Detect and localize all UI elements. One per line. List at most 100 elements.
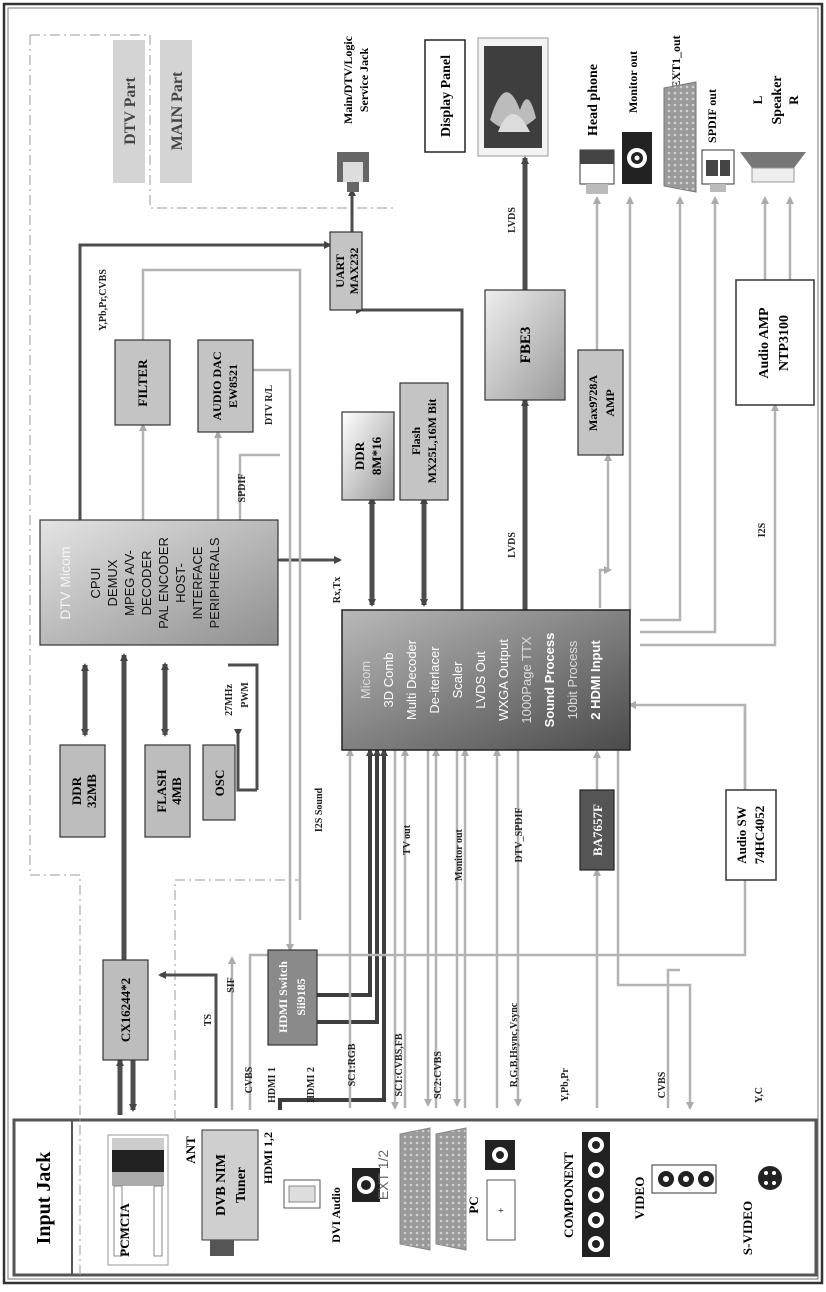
spdif-out-jack: SPDIF out xyxy=(701,89,735,192)
service-jack: Main/DTV/Logic Service Jack xyxy=(337,35,371,192)
component-jacks: COMPONENT xyxy=(561,1132,610,1257)
main-processor-line-2: Multi Decoder xyxy=(404,639,419,720)
main-processor-line-0: Micom xyxy=(358,661,373,699)
dtv-micom-line-5: HOST- xyxy=(173,563,188,603)
dtv-micom-line-1: DEMUX xyxy=(105,559,120,606)
speaker: L Speaker R xyxy=(740,76,806,183)
main-processor-line-9: 10bit Process xyxy=(565,640,580,719)
audio-sw-line2: 74HC4052 xyxy=(752,806,767,865)
dtv-micom-line-3: DECODER xyxy=(139,550,154,615)
monitor-out-text: Monitor out xyxy=(626,51,640,113)
dvi-audio-jack: DVI Audio xyxy=(329,1168,380,1243)
ddr-8m-block: DDR 8M*16 xyxy=(341,411,395,501)
input-jack-title: Input Jack xyxy=(33,1151,55,1245)
uart-block: UART MAX232 xyxy=(329,231,363,311)
ddr-32mb-line2: 32MB xyxy=(84,774,99,808)
flash-16mbit-line1: Flash xyxy=(409,427,423,455)
label-rx-tx: Rx,Tx xyxy=(332,577,343,603)
main-processor-line-1: 3D Comb xyxy=(381,653,396,708)
label-spdif: SPDIF xyxy=(237,474,248,503)
input-jack-title-text: Input Jack xyxy=(33,1151,55,1245)
filter-block: FILTER xyxy=(114,339,171,426)
audio-dac-line1: AUDIO DAC xyxy=(210,352,224,421)
main-processor-line-3: De-iterlacer xyxy=(427,646,442,714)
label-yc: Y,C xyxy=(754,1087,765,1103)
label-dtv-spdif: DTV_SPDIF xyxy=(514,807,525,862)
label-cvbs1: CVBS xyxy=(244,1066,255,1093)
hdmi-switch-line1: HDMI Switch xyxy=(276,961,290,1033)
tuner-line2: Tuner xyxy=(234,1167,249,1203)
max9728-amp-block: Max9728A AMP xyxy=(577,349,624,456)
dtv-micom-line-6: INTERFACE xyxy=(190,546,205,619)
uart-line1: UART xyxy=(333,254,347,288)
display-panel-text: Display Panel xyxy=(439,55,454,137)
display-panel: Display Panel xyxy=(424,37,549,157)
audio-amp-line1: Audio AMP xyxy=(757,307,772,379)
max9728-line2: AMP xyxy=(603,389,617,416)
tuner-line1: DVB NIM xyxy=(214,1154,229,1216)
svg-text:+: + xyxy=(498,1206,504,1217)
flash-16mbit-line2: MX25L,16M Bit xyxy=(425,399,439,484)
dtv-micom-line-2: MPEG A/V- xyxy=(122,550,137,616)
monitor-out-jack: Monitor out xyxy=(622,51,652,184)
label-i2s-sound: I2S Sound xyxy=(314,787,325,832)
spdif-out-text: SPDIF out xyxy=(705,89,719,143)
dtv-micom-line-0: CPUI xyxy=(88,567,103,598)
pcmcia-slot: PCMCIA xyxy=(107,1134,169,1266)
main-part-text: MAIN Part xyxy=(169,71,186,150)
flash-4mb-line2: 4MB xyxy=(169,777,184,805)
dvb-tuner: ANT DVB NIM Tuner xyxy=(183,1129,259,1256)
service-jack-line2: Service Jack xyxy=(357,48,371,113)
label-sc2-cvbs: SC2:CVBS xyxy=(433,1051,444,1099)
flash-4mb-block: FLASH 4MB xyxy=(144,744,191,838)
label-lvds-top: LVDS xyxy=(507,207,518,233)
signal-labels: Y,Pb,Pr,CVBS DTV R/L SPDIF Rx,Tx LVDS LV… xyxy=(98,207,768,1103)
label-27mhz: 27MHz xyxy=(224,684,235,716)
audio-sw-block: Audio SW 74HC4052 xyxy=(725,789,777,881)
hdmi-ports-text: HDMI 1,2 xyxy=(261,1132,275,1184)
label-tv-out: TV out xyxy=(402,824,413,855)
head-phone-text: Head phone xyxy=(586,64,601,136)
label-ypbpr: Y,Pb,Pr xyxy=(560,1068,571,1102)
dtv-micom-line-4: PAL ENCODER xyxy=(156,537,171,629)
ddr-8m-line2: 8M*16 xyxy=(369,436,384,475)
max9728-line1: Max9728A xyxy=(586,375,600,431)
label-sc1-rgb: SC1:RGB xyxy=(347,1043,358,1086)
dtv-part-text: DTV Part xyxy=(122,76,139,144)
dtv-micom-title: DTV Micom xyxy=(57,546,73,619)
svideo-jack: S-VIDEO xyxy=(740,1166,782,1255)
video-jacks: VIDEO xyxy=(632,1164,717,1220)
ext1-out-text: EXT1_out xyxy=(669,35,683,88)
service-jack-line1: Main/DTV/Logic xyxy=(341,35,355,124)
dtv-part-label: DTV Part xyxy=(113,40,145,183)
main-processor-line-6: WXGA Output xyxy=(496,639,511,721)
audio-amp-block: Audio AMP NTP3100 xyxy=(735,279,815,406)
ext-scart: EXT 1/2 xyxy=(375,1127,467,1251)
pcmcia-text: PCMCIA xyxy=(117,1203,132,1257)
speaker-text: Speaker xyxy=(770,76,785,125)
dtv-micom-line-7: PERIPHERALS xyxy=(207,537,222,628)
label-monitor-out: Monitor out xyxy=(454,828,465,880)
video-text: VIDEO xyxy=(632,1177,647,1220)
cx16244-text: CX16244*2 xyxy=(118,978,133,1042)
label-pwm: PWM xyxy=(240,682,251,708)
component-text: COMPONENT xyxy=(561,1152,576,1238)
hdmi-ports: HDMI 1,2 xyxy=(261,1132,321,1209)
speaker-r-text: R xyxy=(786,95,801,105)
ddr-32mb-block: DDR 32MB xyxy=(59,744,106,838)
ba7657f-text: BA7657F xyxy=(590,804,605,856)
hdmi-switch-line2: Sii9185 xyxy=(294,978,308,1015)
head-phone: Head phone xyxy=(579,64,615,194)
audio-dac-line2: EW8521 xyxy=(226,364,240,408)
label-i2s: I2S xyxy=(757,522,768,537)
uart-line2: MAX232 xyxy=(347,248,361,295)
ddr-32mb-line1: DDR xyxy=(69,776,84,805)
ddr-8m-line1: DDR xyxy=(352,441,367,470)
label-ts: TS xyxy=(203,1013,214,1026)
audio-amp-line2: NTP3100 xyxy=(777,315,792,371)
audio-dac-block: AUDIO DAC EW8521 xyxy=(197,339,254,433)
